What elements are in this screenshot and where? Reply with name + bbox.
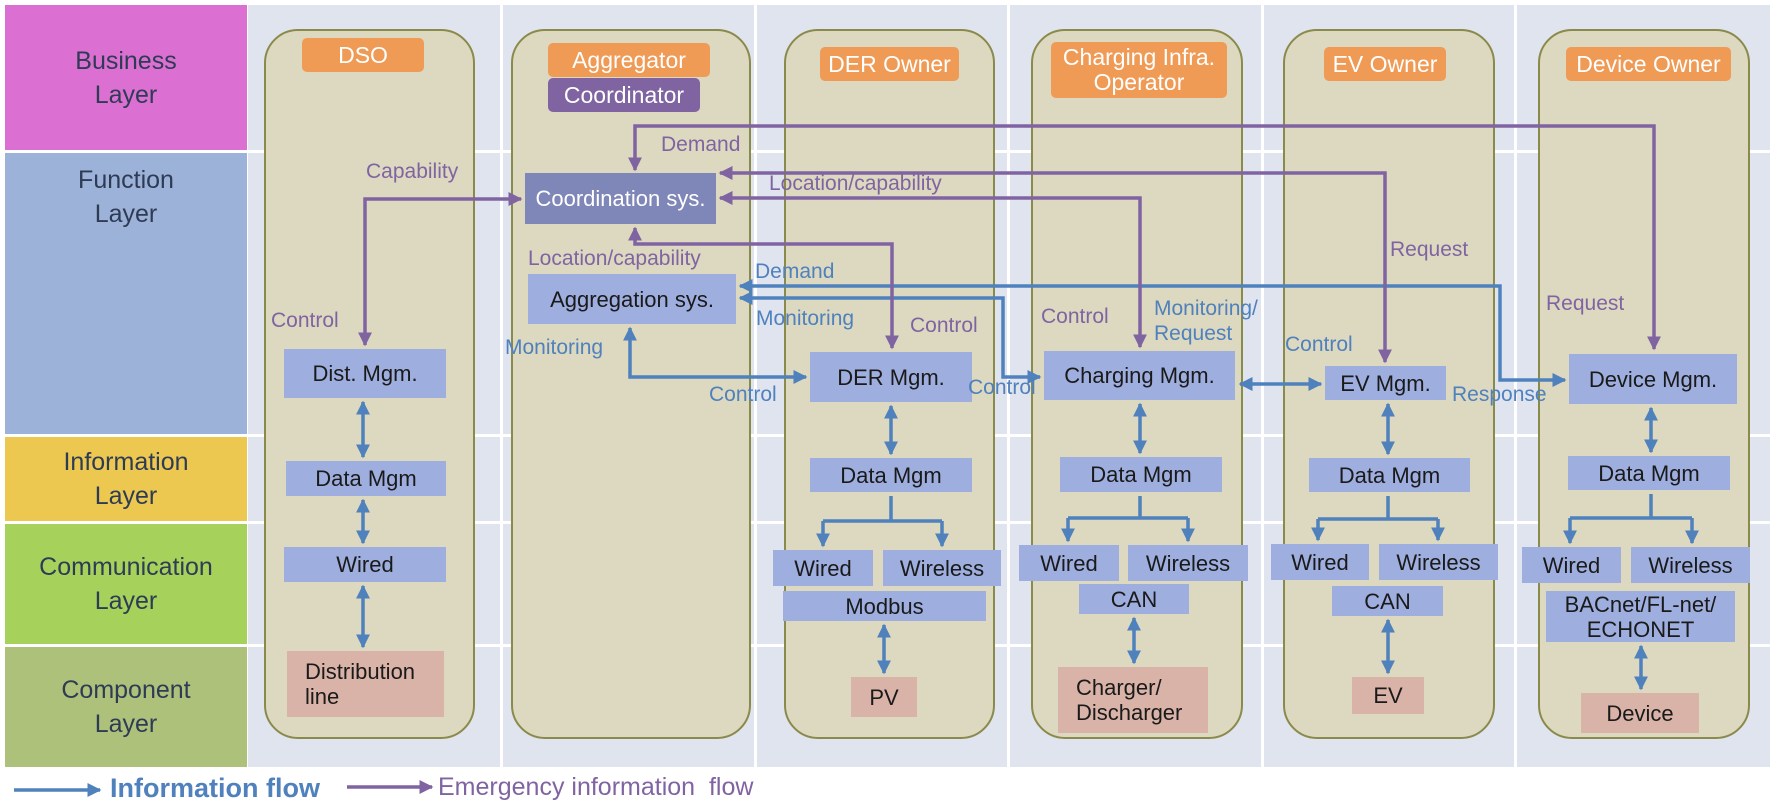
location-capability-label-agg: Location/capability — [528, 247, 701, 270]
column-divider — [500, 5, 503, 767]
control-label-charging-left: Control — [968, 376, 1036, 399]
info-flow-arrow — [1570, 494, 1692, 520]
function-layer-label: Function Layer — [5, 153, 247, 434]
coordinator-role: Coordinator — [548, 78, 700, 112]
charging-can-protocol: CAN — [1079, 584, 1189, 614]
ev-data-management: Data Mgm — [1309, 458, 1470, 492]
emergency-flow-arrow — [718, 191, 1147, 349]
device-wired-communication: Wired — [1522, 547, 1621, 583]
info-flow-arrow — [1318, 496, 1438, 521]
capability-label: Capability — [366, 160, 459, 183]
dso-wired-communication: Wired — [284, 547, 446, 582]
ev-wired-communication: Wired — [1271, 544, 1369, 580]
control-label-charging: Control — [1041, 305, 1109, 328]
business-layer-label: Business Layer — [5, 5, 247, 150]
aggregator-column — [511, 29, 751, 739]
info-flow-arrow — [1068, 496, 1188, 520]
control-label-der: Control — [910, 314, 978, 337]
dso-data-management: Data Mgm — [286, 461, 446, 496]
der-modbus-protocol: Modbus — [783, 591, 986, 621]
info-flow-arrow — [823, 496, 942, 523]
emergency-flow-arrow — [718, 166, 1392, 364]
ev-can-protocol: CAN — [1332, 586, 1443, 616]
component-layer-label: Component Layer — [5, 647, 247, 767]
communication-layer-label: Communication Layer — [5, 524, 247, 644]
ev-owner-role: EV Owner — [1324, 47, 1446, 81]
emergency-flow-arrow — [358, 192, 523, 347]
legend-information-flow: Information flow — [110, 773, 320, 803]
der-wired-communication: Wired — [773, 550, 873, 586]
device-wireless-communication: Wireless — [1631, 547, 1750, 583]
legend-emergency-flow: Emergency information flow — [438, 773, 754, 801]
device-component: Device — [1581, 693, 1699, 733]
response-label: Response — [1452, 383, 1547, 406]
control-label-agg: Control — [709, 383, 777, 406]
demand-label-agg: Demand — [755, 260, 835, 283]
device-management: Device Mgm. — [1569, 354, 1737, 404]
der-owner-role: DER Owner — [820, 47, 959, 81]
emergency-flow-arrow — [628, 226, 899, 350]
monitoring-label-der: Monitoring — [756, 307, 855, 330]
aggregator-role: Aggregator — [548, 43, 710, 77]
der-wireless-communication: Wireless — [883, 550, 1001, 586]
charging-data-management: Data Mgm — [1060, 457, 1222, 492]
request-label-device: Request — [1546, 292, 1625, 315]
der-pv-component: PV — [851, 677, 917, 717]
device-data-management: Data Mgm — [1568, 456, 1730, 490]
device-protocols: BACnet/FL-net/ ECHONET — [1546, 591, 1735, 642]
monitoring-label-agg: Monitoring — [505, 336, 604, 359]
demand-label-top: Demand — [661, 133, 741, 156]
device-owner-role: Device Owner — [1566, 47, 1731, 81]
dso-distribution-line: Distribution line — [287, 651, 444, 717]
charging-operator-role: Charging Infra. Operator — [1051, 42, 1227, 98]
dso-distribution-management: Dist. Mgm. — [284, 349, 446, 398]
dso-role: DSO — [302, 38, 424, 72]
control-label-ev: Control — [1285, 333, 1353, 356]
request-label-ev: Request — [1390, 238, 1469, 261]
ev-wireless-communication: Wireless — [1379, 544, 1498, 580]
information-layer-label: Information Layer — [5, 437, 247, 521]
info-flow-arrow — [623, 326, 808, 384]
emergency-flow-arrow — [628, 124, 1661, 351]
der-data-management: Data Mgm — [810, 458, 972, 492]
info-flow-arrow — [738, 279, 1567, 387]
ev-component: EV — [1352, 677, 1424, 714]
monitoring-request-label: Monitoring/ Request — [1154, 297, 1258, 345]
charging-wired-communication: Wired — [1019, 545, 1119, 581]
location-capability-label-top: Location/capability — [769, 172, 942, 195]
charger-discharger-component: Charger/ Discharger — [1058, 667, 1208, 733]
charging-wireless-communication: Wireless — [1128, 545, 1248, 581]
control-label-dso: Control — [271, 309, 339, 332]
